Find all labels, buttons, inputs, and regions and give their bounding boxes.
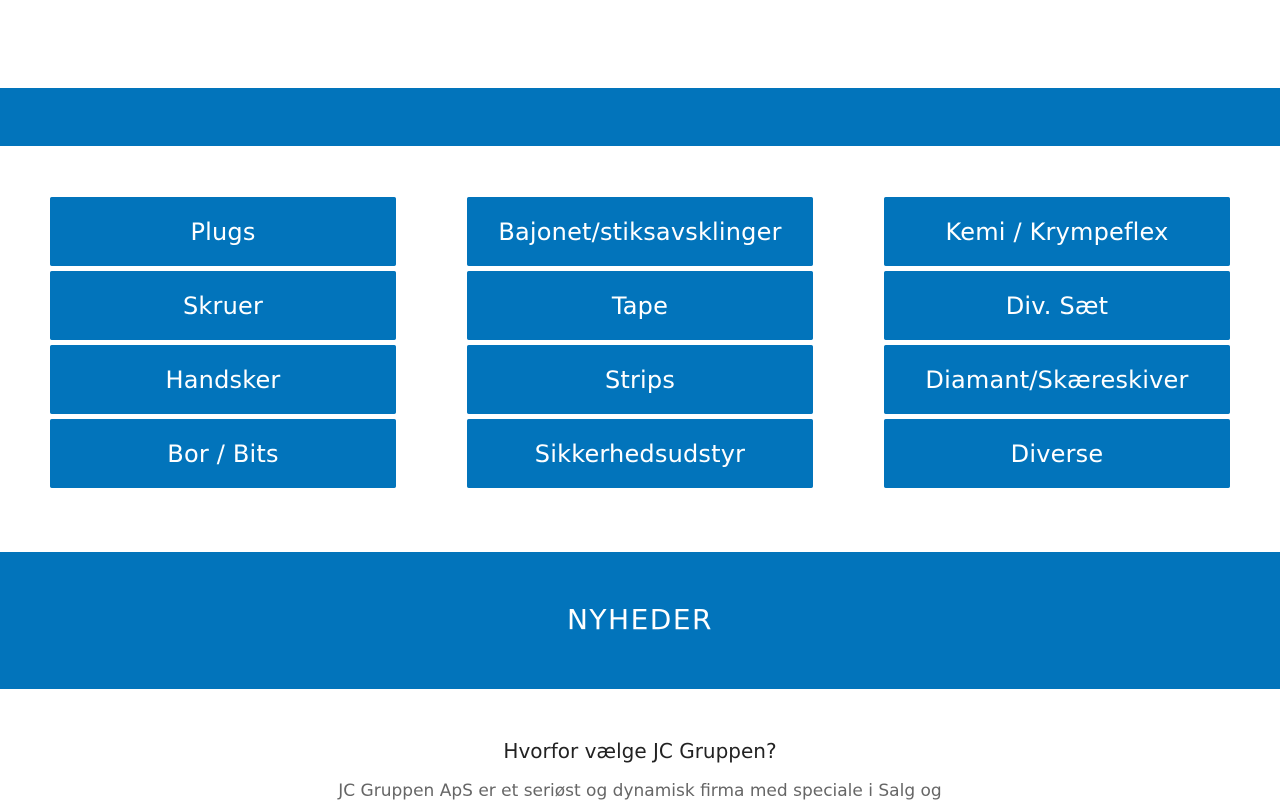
category-button-skruer[interactable]: Skruer (50, 271, 396, 340)
category-button-plugs[interactable]: Plugs (50, 197, 396, 266)
news-section: NYHEDER (0, 552, 1280, 689)
header-area (0, 0, 1280, 88)
category-button-bajonet[interactable]: Bajonet/stiksavsklinger (467, 197, 813, 266)
category-column-3: Kemi / Krympeflex Div. Sæt Diamant/Skære… (884, 197, 1230, 493)
why-heading: Hvorfor vælge JC Gruppen? (503, 739, 777, 763)
category-button-diverse[interactable]: Diverse (884, 419, 1230, 488)
category-button-bor-bits[interactable]: Bor / Bits (50, 419, 396, 488)
category-grid: Plugs Skruer Handsker Bor / Bits Bajonet… (0, 146, 1280, 552)
category-button-strips[interactable]: Strips (467, 345, 813, 414)
news-title: NYHEDER (566, 603, 713, 636)
category-button-handsker[interactable]: Handsker (50, 345, 396, 414)
category-button-tape[interactable]: Tape (467, 271, 813, 340)
category-button-div-saet[interactable]: Div. Sæt (884, 271, 1230, 340)
navigation-bar (0, 88, 1280, 146)
category-column-2: Bajonet/stiksavsklinger Tape Strips Sikk… (467, 197, 813, 493)
category-button-kemi-krympeflex[interactable]: Kemi / Krympeflex (884, 197, 1230, 266)
why-text: JC Gruppen ApS er et seriøst og dynamisk… (338, 781, 942, 800)
category-button-diamant-skaereskiver[interactable]: Diamant/Skæreskiver (884, 345, 1230, 414)
category-button-sikkerhedsudstyr[interactable]: Sikkerhedsudstyr (467, 419, 813, 488)
category-column-1: Plugs Skruer Handsker Bor / Bits (50, 197, 396, 493)
why-section: Hvorfor vælge JC Gruppen? JC Gruppen ApS… (0, 689, 1280, 800)
